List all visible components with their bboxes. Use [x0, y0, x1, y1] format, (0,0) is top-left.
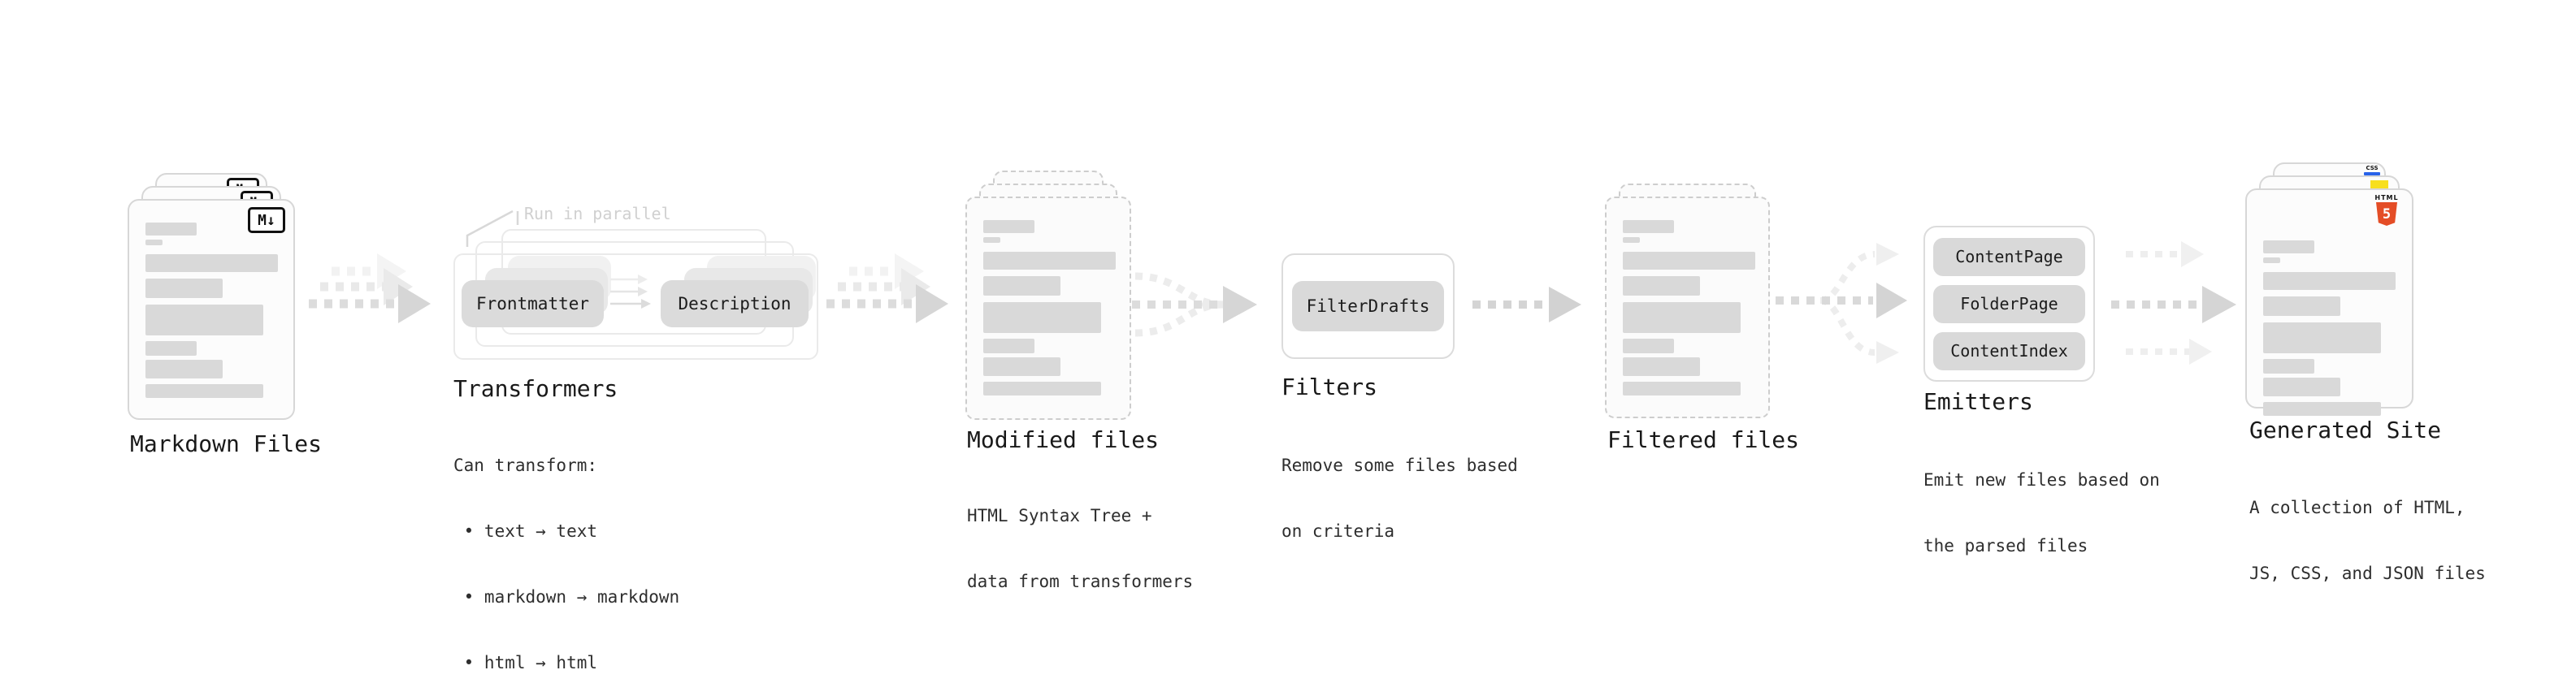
transformers-outline-front — [453, 253, 818, 360]
skeleton-line — [1623, 302, 1741, 333]
desc-line: JS, CSS, and JSON files — [2249, 564, 2486, 583]
skeleton-line — [2263, 257, 2280, 263]
skeleton-line — [1623, 382, 1741, 396]
emitters-box: ContentPage FolderPage ContentIndex — [1923, 226, 2095, 382]
skeleton-line — [1623, 339, 1674, 353]
skeleton-line — [983, 276, 1060, 296]
desc-line: A collection of HTML, — [2249, 498, 2465, 517]
doc-skeleton-lines — [145, 223, 282, 398]
stage-title-filters: Filters — [1281, 374, 1378, 400]
skeleton-line — [983, 220, 1034, 233]
flow-arrow-merge-icon — [1132, 272, 1257, 337]
desc-line: • html → html — [453, 653, 598, 672]
emitter-pill-folderpage: FolderPage — [1933, 284, 2085, 323]
css-icon: CSS — [2364, 166, 2380, 175]
skeleton-line — [983, 237, 1000, 243]
html5-icon: HTML 5 — [2368, 194, 2405, 226]
note-callout-line — [466, 210, 519, 247]
desc-line: Emit new files based on — [1923, 470, 2160, 490]
transformer-pill-description: Description — [661, 280, 809, 327]
emitter-pill-contentindex: ContentIndex — [1933, 331, 2085, 370]
skeleton-line — [1623, 357, 1700, 376]
skeleton-line — [983, 357, 1060, 376]
generated-doc-card-html: HTML 5 — [2245, 188, 2413, 416]
stage-title-emitters: Emitters — [1923, 388, 2033, 415]
skeleton-line — [983, 339, 1034, 353]
stage-title-filtered-files: Filtered files — [1607, 426, 1800, 453]
skeleton-line — [145, 223, 197, 236]
skeleton-line — [145, 384, 263, 398]
filters-box: FilterDrafts — [1281, 253, 1455, 359]
skeleton-line — [2263, 359, 2314, 374]
stage-desc-transformers: Can transform: • text → text • markdown … — [453, 411, 679, 696]
skeleton-line — [2263, 378, 2340, 396]
skeleton-line — [145, 279, 223, 298]
markdown-icon: M↓ — [248, 207, 285, 233]
skeleton-line — [145, 360, 223, 378]
flow-arrow-stacked-icon — [826, 253, 948, 323]
js-icon — [2370, 180, 2388, 191]
stage-desc-filters: Remove some files based on criteria — [1281, 411, 1518, 564]
stage-title-markdown-files: Markdown Files — [130, 430, 323, 457]
desc-line: on criteria — [1281, 521, 1395, 541]
skeleton-line — [145, 240, 163, 245]
skeleton-line — [145, 305, 263, 335]
pipeline-diagram: { "diagram": { "kind": "static-site-gene… — [128, 162, 2486, 672]
desc-line: Can transform: — [453, 456, 598, 475]
skeleton-line — [2263, 322, 2381, 353]
stage-title-transformers: Transformers — [453, 375, 618, 402]
skeleton-line — [983, 382, 1101, 396]
desc-line: • markdown → markdown — [453, 587, 680, 607]
stage-title-generated-site: Generated Site — [2249, 417, 2442, 443]
skeleton-line — [1623, 220, 1674, 233]
desc-line: HTML Syntax Tree + — [967, 506, 1152, 525]
skeleton-line — [1623, 237, 1640, 243]
desc-line: data from transformers — [967, 572, 1194, 591]
skeleton-line — [983, 302, 1101, 333]
skeleton-line — [1623, 276, 1700, 296]
run-in-parallel-note: Run in parallel — [524, 204, 671, 223]
modified-doc-card — [965, 197, 1131, 420]
skeleton-line — [2263, 240, 2314, 253]
stage-desc-generated-site: A collection of HTML, JS, CSS, and JSON … — [2249, 453, 2486, 607]
stage-title-modified-files: Modified files — [967, 426, 1160, 453]
flow-arrow-triple-icon — [2111, 241, 2236, 365]
flow-arrow-stacked-icon — [309, 253, 431, 323]
emitter-pill-contentpage: ContentPage — [1933, 237, 2085, 276]
skeleton-line — [2263, 272, 2396, 290]
skeleton-line — [983, 252, 1116, 270]
skeleton-line — [145, 341, 197, 356]
flow-arrow-icon — [1472, 287, 1581, 322]
desc-line: Remove some files based — [1281, 456, 1518, 475]
skeleton-line — [2263, 402, 2381, 416]
doc-skeleton-lines — [983, 220, 1118, 396]
markdown-doc-card: M↓ — [128, 199, 295, 420]
parallel-arrows-icon — [610, 275, 651, 309]
transformer-pill-frontmatter: Frontmatter — [462, 280, 604, 327]
skeleton-line — [145, 254, 278, 272]
filtered-doc-card — [1605, 197, 1770, 418]
doc-skeleton-lines — [1623, 220, 1757, 396]
filter-pill-filterdrafts: FilterDrafts — [1292, 281, 1444, 331]
skeleton-line — [2263, 296, 2340, 316]
desc-line: • text → text — [453, 521, 598, 541]
desc-line: the parsed files — [1923, 536, 2088, 556]
stage-desc-emitters: Emit new files based on the parsed files — [1923, 426, 2160, 579]
stage-desc-modified-files: HTML Syntax Tree + data from transformer… — [967, 461, 1193, 615]
flow-arrow-split-icon — [1776, 243, 1907, 364]
doc-skeleton-lines — [2263, 240, 2400, 416]
skeleton-line — [1623, 252, 1755, 270]
